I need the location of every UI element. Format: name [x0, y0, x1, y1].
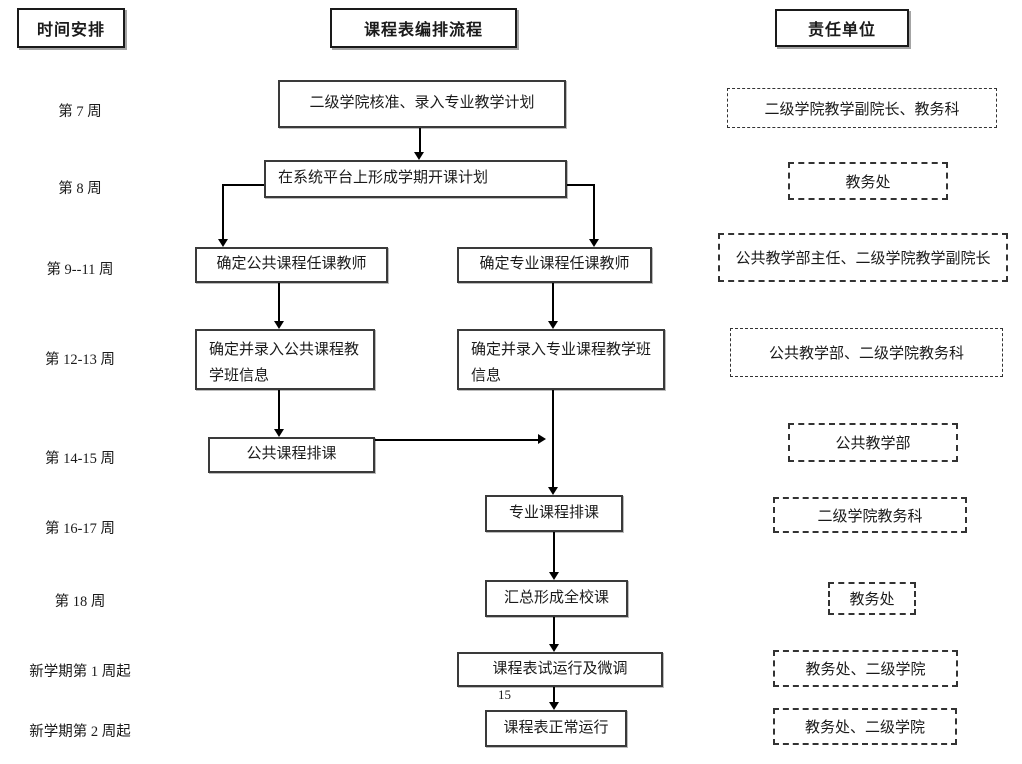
- connector-line: [553, 532, 555, 573]
- unit-box-office-colleges-1: 教务处、二级学院: [773, 650, 958, 687]
- process-step-platform-plan: 在系统平台上形成学期开课计划: [264, 160, 567, 198]
- connector-line: [222, 184, 264, 186]
- process-step-major-scheduling: 专业课程排课: [485, 495, 623, 532]
- arrow-down-icon: [549, 702, 559, 710]
- connector-line: [222, 184, 224, 240]
- connector-line: [419, 128, 421, 153]
- arrow-down-icon: [548, 487, 558, 495]
- connector-line: [567, 184, 595, 186]
- process-step-major-class-info: 确定并录入专业课程教学班信息: [457, 329, 665, 390]
- time-label-week7: 第 7 周: [58, 104, 102, 120]
- time-label-week9-11: 第 9--11 周: [46, 262, 114, 278]
- header-unit-column: 责任单位: [775, 9, 909, 47]
- unit-box-academic-office-2: 教务处: [828, 582, 916, 615]
- header-time-column: 时间安排: [17, 8, 125, 48]
- arrow-down-icon: [414, 152, 424, 160]
- process-step-school-timetable: 汇总形成全校课: [485, 580, 628, 617]
- time-label-week8: 第 8 周: [58, 181, 102, 197]
- connector-line: [553, 617, 555, 645]
- unit-box-public-dept-college-office: 公共教学部、二级学院教务科: [730, 328, 1003, 377]
- connector-line: [552, 283, 554, 322]
- arrow-down-icon: [274, 429, 284, 437]
- time-label-week18: 第 18 周: [54, 594, 106, 610]
- process-step-public-scheduling: 公共课程排课: [208, 437, 375, 473]
- page-number: 15: [498, 687, 511, 702]
- time-label-week16-17: 第 16-17 周: [44, 521, 116, 537]
- time-label-week14-15: 第 14-15 周: [44, 451, 116, 467]
- unit-box-office-colleges-2: 教务处、二级学院: [773, 708, 957, 745]
- arrow-right-icon: [538, 434, 546, 444]
- process-step-public-class-info: 确定并录入公共课程教学班信息: [195, 329, 375, 390]
- connector-line: [278, 283, 280, 322]
- arrow-down-icon: [548, 321, 558, 329]
- time-label-newterm-w2: 新学期第 2 周起: [29, 724, 131, 740]
- time-label-week12-13: 第 12-13 周: [44, 352, 116, 368]
- unit-box-vice-dean-academic: 二级学院教学副院长、教务科: [727, 88, 997, 128]
- connector-line: [552, 390, 554, 488]
- unit-box-public-dept-head: 公共教学部主任、二级学院教学副院长: [718, 233, 1008, 282]
- connector-line: [593, 184, 595, 240]
- arrow-down-icon: [549, 572, 559, 580]
- connector-line: [278, 390, 280, 430]
- process-step-normal-run: 课程表正常运行: [485, 710, 627, 747]
- arrow-down-icon: [274, 321, 284, 329]
- arrow-down-icon: [549, 644, 559, 652]
- time-label-newterm-w1: 新学期第 1 周起: [29, 664, 131, 680]
- connector-line: [375, 439, 539, 441]
- unit-box-public-dept: 公共教学部: [788, 423, 958, 462]
- arrow-down-icon: [218, 239, 228, 247]
- arrow-down-icon: [589, 239, 599, 247]
- header-process-column: 课程表编排流程: [330, 8, 517, 48]
- connector-line: [553, 687, 555, 703]
- process-step-major-teachers: 确定专业课程任课教师: [457, 247, 652, 283]
- unit-box-college-office: 二级学院教务科: [773, 497, 967, 533]
- process-step-approve-plan: 二级学院核准、录入专业教学计划: [278, 80, 566, 128]
- process-step-public-teachers: 确定公共课程任课教师: [195, 247, 388, 283]
- unit-box-academic-office-1: 教务处: [788, 162, 948, 200]
- process-step-trial-run: 课程表试运行及微调: [457, 652, 663, 687]
